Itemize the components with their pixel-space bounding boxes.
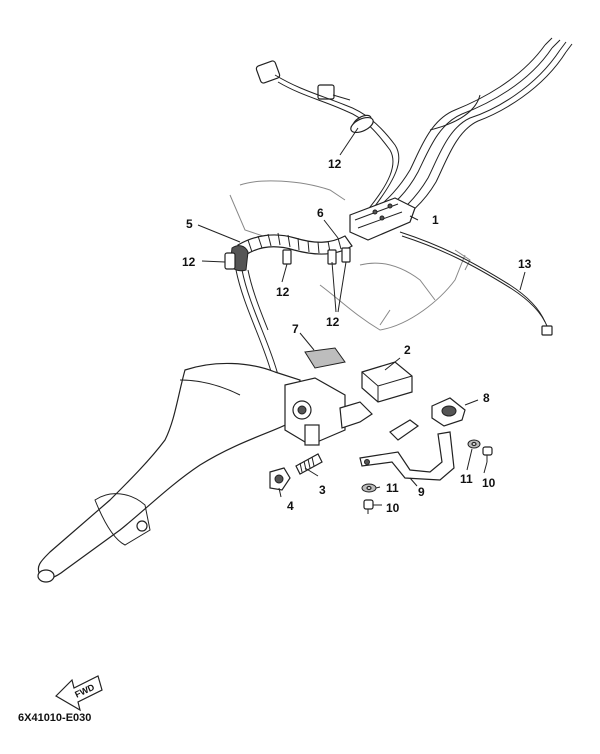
leader-lines bbox=[197, 127, 526, 506]
part-8-grommet bbox=[431, 397, 466, 427]
callout-13: 13 bbox=[518, 257, 532, 271]
diagram-code: 6X41010-E030 bbox=[18, 712, 92, 724]
clamps-12 bbox=[224, 116, 374, 270]
part-9-bracket bbox=[359, 419, 455, 481]
callout-3: 3 bbox=[319, 483, 326, 497]
part-4-nut bbox=[269, 467, 291, 491]
callout-12-top: 12 bbox=[328, 157, 342, 171]
callout-11-left: 11 bbox=[386, 481, 399, 495]
fwd-arrow-icon: FWD bbox=[55, 675, 103, 712]
callout-1: 1 bbox=[432, 213, 439, 227]
tiller-pivot bbox=[284, 377, 373, 446]
callout-4: 4 bbox=[287, 499, 294, 513]
control-cables bbox=[369, 37, 573, 224]
callout-12-left: 12 bbox=[182, 255, 196, 269]
part-13-lead-wire bbox=[399, 231, 553, 336]
callout-5: 5 bbox=[186, 217, 193, 231]
callout-7: 7 bbox=[292, 322, 299, 336]
callout-8: 8 bbox=[483, 391, 490, 405]
callout-12-lower: 12 bbox=[326, 315, 340, 329]
tiller-handle bbox=[37, 362, 301, 583]
part-10-screw-right bbox=[482, 446, 493, 462]
callout-12-mid: 12 bbox=[276, 285, 290, 299]
callouts: 1 2 3 4 5 6 7 8 9 10 10 11 11 12 12 12 1… bbox=[182, 157, 532, 515]
part-11-washer-right bbox=[467, 439, 481, 449]
callout-6: 6 bbox=[317, 206, 324, 220]
callout-10-right: 10 bbox=[482, 476, 496, 490]
callout-11-right: 11 bbox=[460, 472, 473, 486]
callout-10-left: 10 bbox=[386, 501, 400, 515]
part-11-washer-left bbox=[361, 483, 377, 493]
part-7-pad bbox=[304, 347, 346, 369]
part-3-bolt bbox=[295, 453, 323, 475]
part-10-screw-left bbox=[363, 499, 374, 514]
callout-9: 9 bbox=[418, 485, 425, 499]
callout-2: 2 bbox=[404, 343, 411, 357]
part-1-switch-box bbox=[349, 197, 416, 241]
